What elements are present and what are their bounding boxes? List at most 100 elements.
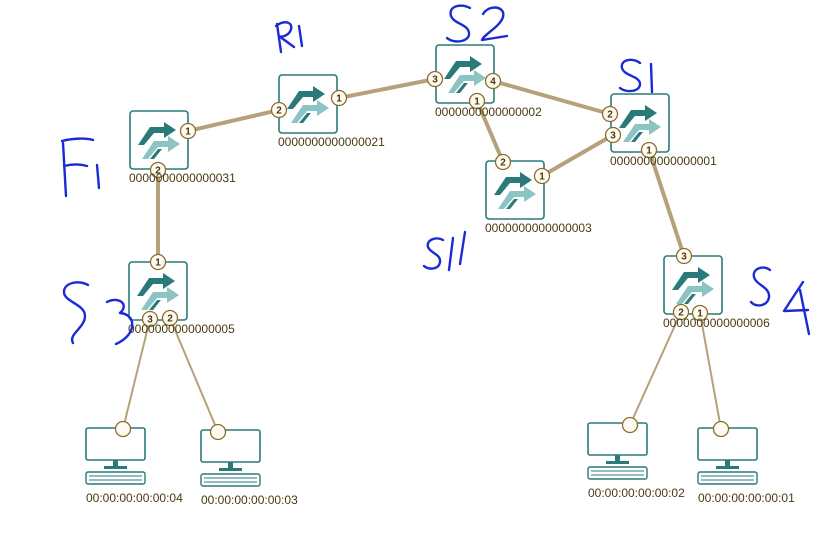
annotation-f1 [60, 137, 101, 198]
annotation-s3 [62, 281, 134, 346]
switch-dpid-label: 0000000000000003 [485, 221, 592, 235]
port-s5-3[interactable]: 3 [141, 310, 159, 328]
link-s6-h1[interactable] [699, 312, 722, 430]
ports-layer: 1 2 1 3 4 2 1 2 1 3 1 3 2 1 3 2 2 1 [114, 70, 730, 441]
port-number: 2 [678, 308, 684, 319]
links-layer [122, 77, 722, 433]
port-number: 1 [474, 97, 480, 108]
port-s2-1[interactable]: 1 [468, 92, 486, 110]
port-s5-2[interactable]: 2 [161, 309, 179, 327]
switch-icon [138, 122, 180, 159]
switch-dpid-label: 0000000000000001 [610, 154, 717, 168]
switch-s21[interactable] [278, 74, 338, 134]
switch-dpid-label: 0000000000000021 [278, 135, 385, 149]
nodes-layer [85, 44, 758, 487]
port-s2-3[interactable]: 3 [426, 70, 444, 88]
keyboard-icon [587, 466, 648, 480]
host-h4[interactable] [85, 427, 146, 485]
port-s6-2[interactable]: 2 [672, 303, 690, 321]
switch-dpid-label: 0000000000000031 [129, 171, 236, 185]
switch-frame [485, 160, 545, 220]
switch-frame [610, 93, 670, 153]
link-s3-s1[interactable] [540, 133, 615, 178]
port-s6-1[interactable]: 1 [691, 304, 709, 322]
switch-icon [672, 267, 714, 304]
port-s31-1[interactable]: 1 [179, 122, 197, 140]
port-number: 1 [539, 172, 545, 183]
link-s6-h2[interactable] [629, 311, 682, 426]
port-number: 3 [681, 252, 687, 263]
monitor-icon [85, 427, 146, 461]
switch-frame [128, 261, 188, 321]
switch-s1[interactable] [610, 93, 670, 153]
switch-frame [129, 110, 189, 170]
switch-frame [663, 255, 723, 315]
port-number: 1 [646, 146, 652, 157]
monitor-icon [200, 429, 261, 463]
host-h2[interactable] [587, 422, 648, 480]
host-mac-label: 00:00:00:00:00:02 [588, 486, 685, 500]
port-s1-1[interactable]: 1 [640, 141, 658, 159]
host-mac-label: 00:00:00:00:00:04 [86, 491, 183, 505]
annotation-s4 [749, 266, 811, 336]
switch-frame [435, 44, 495, 104]
labels-layer: 0000000000000031 0000000000000021 00000000… [86, 105, 795, 507]
annotation-r1 [274, 21, 304, 54]
port-s31-2[interactable]: 2 [149, 161, 167, 179]
switch-s2[interactable] [435, 44, 495, 104]
link-s1-s6[interactable] [647, 148, 686, 258]
switch-icon [619, 105, 661, 142]
switch-dpid-label: 0000000000000006 [663, 316, 770, 330]
switch-icon [494, 172, 536, 209]
port-number: 3 [610, 131, 616, 142]
host-port-h4[interactable] [114, 420, 132, 438]
switch-s3[interactable] [485, 160, 545, 220]
annotation-s1 [618, 58, 654, 94]
switch-s31[interactable] [129, 110, 189, 170]
handwritten-annotations [60, 4, 811, 346]
switch-s5[interactable] [128, 261, 188, 321]
port-s5-1[interactable]: 1 [149, 253, 167, 271]
host-h1[interactable] [697, 427, 758, 485]
host-port-h3[interactable] [209, 423, 227, 441]
switch-s6[interactable] [663, 255, 723, 315]
port-s3-1[interactable]: 1 [533, 167, 551, 185]
port-number: 2 [167, 314, 173, 325]
port-number: 1 [336, 94, 342, 105]
link-s5-h4[interactable] [122, 318, 151, 430]
annotation-s2 [445, 4, 509, 43]
port-s2-4[interactable]: 4 [484, 72, 502, 90]
host-mac-label: 00:00:00:00:00:01 [698, 491, 795, 505]
switch-dpid-label: 0000000000000005 [128, 322, 235, 336]
link-s5-h3[interactable] [169, 317, 219, 433]
switch-icon [444, 56, 486, 93]
keyboard-icon [85, 471, 146, 485]
annotation-s11 [422, 230, 467, 272]
port-number: 4 [490, 77, 496, 88]
switch-frame [278, 74, 338, 134]
switch-icon [287, 86, 329, 123]
host-port-h2[interactable] [621, 416, 639, 434]
link-s21-s2[interactable] [337, 77, 437, 100]
port-s1-2[interactable]: 2 [601, 105, 619, 123]
host-h3[interactable] [200, 429, 261, 487]
link-s31-s21[interactable] [186, 108, 281, 133]
port-number: 1 [697, 309, 703, 320]
link-s2-s3[interactable] [475, 99, 505, 164]
switch-icon [137, 273, 179, 310]
port-number: 2 [607, 110, 613, 121]
keyboard-icon [200, 473, 261, 487]
monitor-icon [587, 422, 648, 456]
link-s2-s1[interactable] [491, 79, 612, 116]
port-s21-2[interactable]: 2 [270, 101, 288, 119]
port-number: 3 [147, 315, 153, 326]
port-number: 2 [500, 158, 506, 169]
host-mac-label: 00:00:00:00:00:03 [201, 493, 298, 507]
port-s3-2[interactable]: 2 [494, 153, 512, 171]
host-port-h1[interactable] [712, 420, 730, 438]
switch-dpid-label: 0000000000000002 [435, 105, 542, 119]
port-s6-3[interactable]: 3 [675, 247, 693, 265]
port-s1-3[interactable]: 3 [604, 126, 622, 144]
port-number: 3 [432, 75, 438, 86]
port-s21-1[interactable]: 1 [330, 89, 348, 107]
